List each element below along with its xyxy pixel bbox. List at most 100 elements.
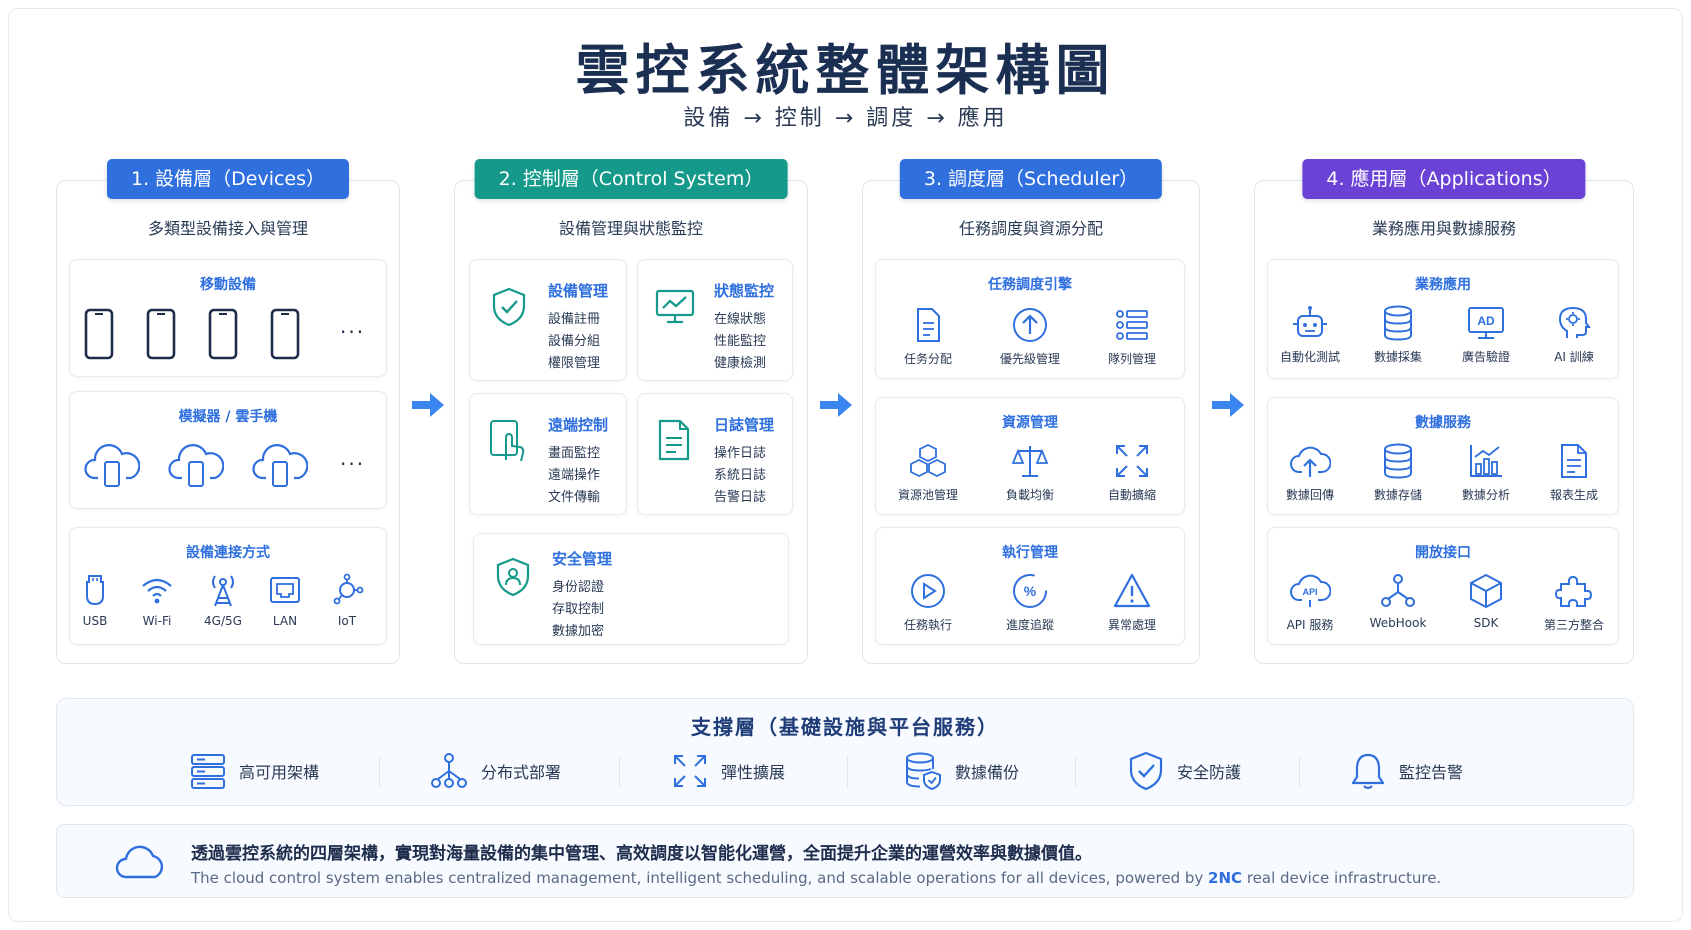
sched-item: % 進度追蹤 <box>987 572 1073 633</box>
app-item: WebHook <box>1355 572 1441 630</box>
item-label: 數據分析 <box>1461 488 1510 502</box>
support-item: 分布式部署 <box>429 751 561 791</box>
support-item: 彈性擴展 <box>671 751 785 791</box>
support-item-label: 分布式部署 <box>481 763 562 782</box>
layer-subtitle: 設備管理與狀態監控 <box>558 219 703 238</box>
app-item: 數據採集 <box>1355 304 1441 365</box>
layer-subtitle: 任務調度與資源分配 <box>958 219 1103 238</box>
flow-arrow-icon <box>820 393 852 417</box>
sched-item: 隊列管理 <box>1089 306 1175 367</box>
card-title: 執行管理 <box>1002 545 1058 561</box>
divider <box>1075 757 1076 787</box>
item-label: 報表生成 <box>1549 488 1598 502</box>
app-item: AD 廣告驗證 <box>1443 304 1529 365</box>
phone-icon <box>208 308 238 360</box>
support-item: 數據備份 <box>903 751 1019 791</box>
item-label: 自動化測試 <box>1279 350 1340 364</box>
support-item-label: 安全防護 <box>1177 763 1242 782</box>
flow-arrow-icon <box>412 393 444 417</box>
wifi-icon <box>142 578 172 604</box>
item-label: AI 訓練 <box>1554 350 1594 364</box>
cube-icon <box>1470 573 1502 609</box>
doc-icon <box>917 308 940 342</box>
item-label: 4G/5G <box>204 614 242 628</box>
card-title: 任務調度引擎 <box>988 277 1072 293</box>
ctl-block-security-management: 安全管理 身份認證 存取控制 數據加密 <box>473 533 789 645</box>
item-label: API 服務 <box>1286 618 1334 632</box>
svg-text:%: % <box>1024 583 1037 599</box>
item-label: Wi-Fi <box>142 614 172 628</box>
ctl-block-title: 日誌管理 <box>714 416 775 434</box>
svg-text:API: API <box>1302 587 1317 597</box>
item-label: 數據回傳 <box>1285 488 1334 502</box>
cloud-upload-icon <box>1290 446 1331 477</box>
item-label: 優先級管理 <box>999 352 1060 366</box>
shield-user-icon <box>496 557 530 597</box>
app-item: 數據存儲 <box>1355 442 1441 503</box>
summary-text-en: The cloud control system enables central… <box>191 869 1441 887</box>
ctl-block-line: 設備分組 <box>548 334 601 349</box>
app-item: 報表生成 <box>1531 442 1617 503</box>
layer-devices: 1. 設備層（Devices） 多類型設備接入與管理 移動設備 ··· 模擬器 … <box>56 159 400 664</box>
cubes-icon <box>910 443 946 478</box>
ctl-block-title: 狀態監控 <box>714 282 775 300</box>
card-title: 數據服務 <box>1415 415 1471 431</box>
api-cloud-icon: API <box>1290 574 1331 607</box>
shield-check-icon <box>492 287 526 327</box>
ctl-block-log-management: 日誌管理 操作日誌 系統日誌 告警日誌 <box>637 393 793 515</box>
card-title: 業務應用 <box>1415 277 1471 293</box>
support-item-label: 高可用架構 <box>239 763 320 782</box>
brand-name: 2NC <box>1208 869 1243 887</box>
ctl-block-line: 健康檢測 <box>714 356 767 371</box>
app-item: SDK <box>1443 572 1529 630</box>
queue-icon <box>1116 310 1148 340</box>
item-label: 異常處理 <box>1107 618 1156 632</box>
play-icon <box>911 574 945 608</box>
ctl-block-line: 存取控制 <box>552 602 605 617</box>
expand-icon <box>674 755 706 787</box>
more-emulators-indicator: ··· <box>340 452 366 476</box>
cloud-phone-icon <box>84 444 140 487</box>
sched-item: 任务分配 <box>885 306 971 367</box>
database-icon <box>1384 305 1412 341</box>
app-item: 數據回傳 <box>1267 442 1353 503</box>
balance-icon <box>1011 446 1049 477</box>
ctl-block-line: 畫面監控 <box>548 446 601 461</box>
support-item: 監控告警 <box>1349 751 1463 791</box>
card-task-engine: 任務調度引擎 任务分配 優先級管理 隊列管理 <box>875 259 1185 379</box>
item-label: USB <box>82 614 108 628</box>
conn-item-4g5g: 4G/5G <box>180 572 266 628</box>
ctl-block-line: 數據加密 <box>552 624 605 639</box>
sched-item: 任務執行 <box>885 572 971 633</box>
cloud-phone-icon <box>252 444 308 487</box>
card-connections: 設備連接方式 USB Wi-Fi 4G/5G LAN IoT <box>69 527 387 645</box>
sched-item: 自動擴縮 <box>1089 442 1175 503</box>
database-shield-icon <box>906 752 941 791</box>
layer-applications: 4. 應用層（Applications） 業務應用與數據服務 業務應用 自動化測… <box>1254 159 1634 664</box>
item-label: 資源池管理 <box>897 488 958 502</box>
item-label: 任务分配 <box>903 352 952 366</box>
card-emulators: 模擬器 / 雲手機 ··· <box>69 391 387 509</box>
item-label: WebHook <box>1369 616 1427 630</box>
app-item: AI 訓練 <box>1531 304 1617 365</box>
item-label: 廣告驗證 <box>1461 350 1510 364</box>
network-icon <box>431 753 467 788</box>
divider <box>619 757 620 787</box>
app-item: API API 服務 <box>1267 572 1353 633</box>
conn-item-lan: LAN <box>242 572 328 628</box>
app-item: 自動化測試 <box>1267 304 1353 365</box>
item-label: 第三方整合 <box>1543 618 1604 632</box>
cloud-phone-icon <box>168 444 224 487</box>
ctl-block-line: 性能監控 <box>714 334 767 349</box>
layer-subtitle: 多類型設備接入與管理 <box>147 219 308 238</box>
support-layer-title: 支撐層（基礎設施與平台服務） <box>691 715 999 739</box>
item-label: 負載均衡 <box>1005 488 1054 502</box>
puzzle-icon <box>1555 575 1593 607</box>
divider <box>847 757 848 787</box>
page-title: 雲控系統整體架構圖 <box>575 39 1116 102</box>
support-item-label: 數據備份 <box>955 763 1020 782</box>
expand-icon <box>1116 445 1148 477</box>
card-title: 資源管理 <box>1002 415 1058 431</box>
ctl-block-line: 操作日誌 <box>714 446 767 461</box>
ctl-block-device-management: 設備管理 設備註冊 設備分組 權限管理 <box>469 259 627 381</box>
